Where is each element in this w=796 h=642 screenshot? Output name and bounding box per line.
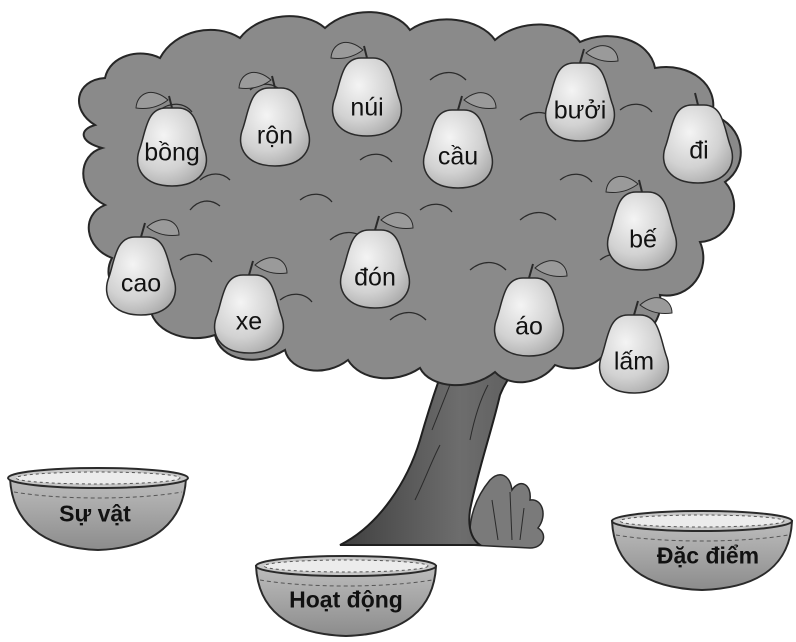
basket-dac-diem [610,510,794,592]
pear-cao [105,219,180,316]
basket-su-vat [7,467,189,552]
pear-buoi [544,45,619,142]
pear-ao [493,260,568,357]
pear-lam [598,297,673,394]
pear-xe [213,257,288,354]
baskets [7,467,794,638]
pear-di [662,92,734,184]
pear-cau [422,92,497,189]
pear-don [339,212,414,309]
pear-bong [135,91,208,187]
shrub [468,474,545,549]
basket-hoat-dong [254,555,438,638]
pear-ron [238,71,311,167]
pears [105,41,734,394]
pear-nui [330,41,403,137]
pear-be [605,175,678,271]
